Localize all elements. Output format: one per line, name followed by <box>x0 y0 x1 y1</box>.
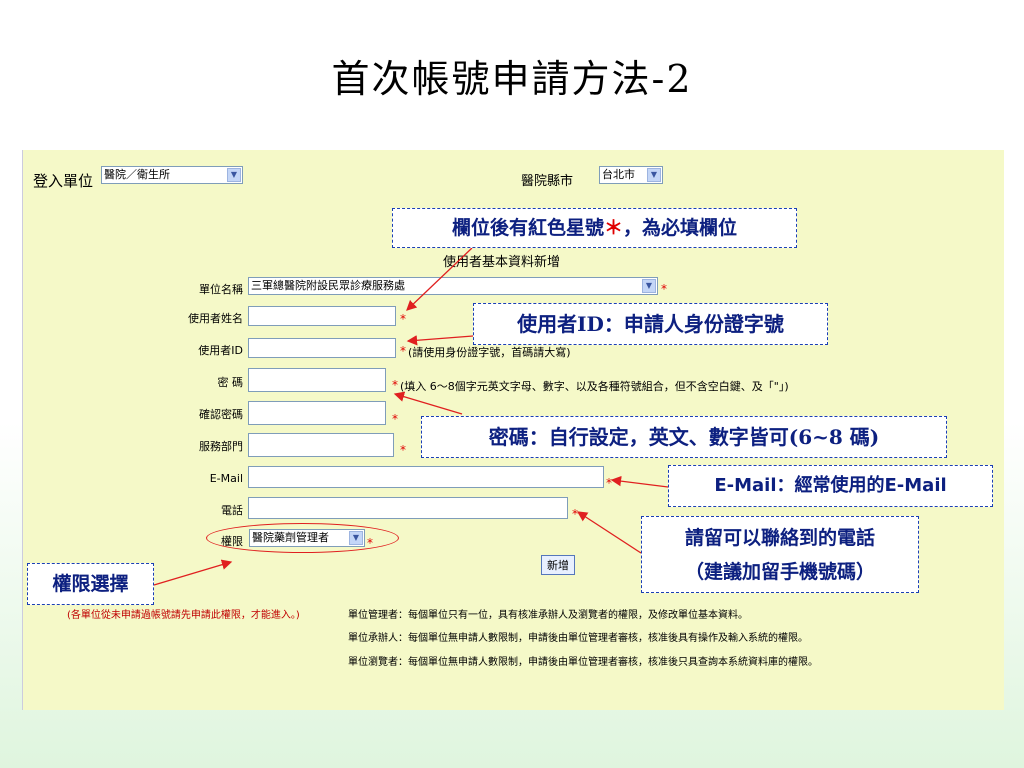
phone-input[interactable] <box>248 497 568 519</box>
callout-password: 密碼：自行設定，英文、數字皆可(6~8 碼) <box>421 416 947 458</box>
callout-required-text-a: 欄位後有紅色星號 <box>451 217 604 239</box>
callout-required-text-b: ，為必填欄位 <box>623 217 738 239</box>
county-select[interactable]: 台北市 ▼ <box>599 166 663 184</box>
password-input[interactable] <box>248 368 386 392</box>
callout-phone-line-2: （建議加留手機號碼） <box>684 561 875 583</box>
role-note-manager: 單位管理者：每個單位只有一位，具有核准承辦人及瀏覽者的權限，及修改單位基本資料。 <box>348 610 748 621</box>
user-id-hint: (請使用身份證字號，首碼請大寫) <box>408 346 571 359</box>
login-unit-label: 登入單位 <box>33 172 94 190</box>
slide-title: 首次帳號申請方法-2 <box>331 57 693 101</box>
callout-email: E-Mail：經常使用的E-Mail <box>668 465 993 507</box>
callout-phone-line-1: 請留可以聯絡到的電話 <box>684 527 875 549</box>
user-name-label: 使用者姓名 <box>188 312 243 325</box>
confirm-password-label: 確認密碼 <box>199 408 243 421</box>
required-star: * <box>400 443 406 457</box>
callout-email-text-c: E-Mail <box>884 475 947 496</box>
unit-name-value: 三軍總醫院附設民眾診療服務處 <box>251 279 405 292</box>
callout-role: 權限選擇 <box>27 563 154 605</box>
required-star: * <box>392 378 398 392</box>
callout-phone: 請留可以聯絡到的電話 （建議加留手機號碼） <box>641 516 919 593</box>
callout-password-text: 密碼：自行設定，英文、數字皆可(6~8 碼) <box>488 425 880 449</box>
login-unit-value: 醫院／衛生所 <box>104 168 170 181</box>
required-star: * <box>400 312 406 326</box>
callout-email-text-b: 經常使用的 <box>794 475 885 496</box>
callout-userid: 使用者ID：申請人身份證字號 <box>473 303 828 345</box>
required-star: * <box>392 412 398 426</box>
required-star: * <box>572 507 578 521</box>
callout-email-text-a: E-Mail： <box>714 475 795 496</box>
county-label: 醫院縣市 <box>521 174 574 189</box>
unit-name-select[interactable]: 三軍總醫院附設民眾診療服務處 ▼ <box>248 277 658 295</box>
role-note-operator: 單位承辦人：每個單位無申請人數限制，申請後由單位管理者審核，核准後具有操作及輸入… <box>348 633 808 644</box>
login-unit-select[interactable]: 醫院／衛生所 ▼ <box>101 166 243 184</box>
user-name-input[interactable] <box>248 306 396 326</box>
callout-userid-text: 使用者ID：申請人身份證字號 <box>517 312 784 336</box>
role-highlight-ellipse <box>206 523 399 553</box>
callout-role-text: 權限選擇 <box>52 573 129 595</box>
chevron-down-icon: ▼ <box>647 168 661 182</box>
password-hint: (填入 6～8個字元英文字母、數字、以及各種符號組合，但不含空白鍵、及「"」) <box>400 380 789 393</box>
required-star: * <box>661 282 667 296</box>
password-label: 密 碼 <box>217 376 244 389</box>
confirm-password-input[interactable] <box>248 401 386 425</box>
required-star: * <box>606 476 612 490</box>
user-id-label: 使用者ID <box>198 344 243 357</box>
county-value: 台北市 <box>602 168 635 181</box>
department-label: 服務部門 <box>199 440 243 453</box>
user-id-input[interactable] <box>248 338 396 358</box>
email-input[interactable] <box>248 466 604 488</box>
permission-warning: (各單位從未申請過帳號請先申請此權限，才能進入。) <box>67 610 300 621</box>
callout-required-star: ＊ <box>603 217 623 239</box>
phone-label: 電話 <box>221 504 243 517</box>
unit-name-label: 單位名稱 <box>199 283 243 296</box>
chevron-down-icon: ▼ <box>642 279 656 293</box>
submit-button[interactable]: 新增 <box>541 555 575 575</box>
role-note-viewer: 單位瀏覽者：每個單位無申請人數限制，申請後由單位管理者審核，核准後只具查詢本系統… <box>348 657 818 668</box>
chevron-down-icon: ▼ <box>227 168 241 182</box>
required-star: * <box>400 344 406 358</box>
form-heading: 使用者基本資料新增 <box>443 255 561 270</box>
email-label: E-Mail <box>209 472 243 485</box>
department-input[interactable] <box>248 433 394 457</box>
callout-required: 欄位後有紅色星號＊，為必填欄位 <box>392 208 797 248</box>
